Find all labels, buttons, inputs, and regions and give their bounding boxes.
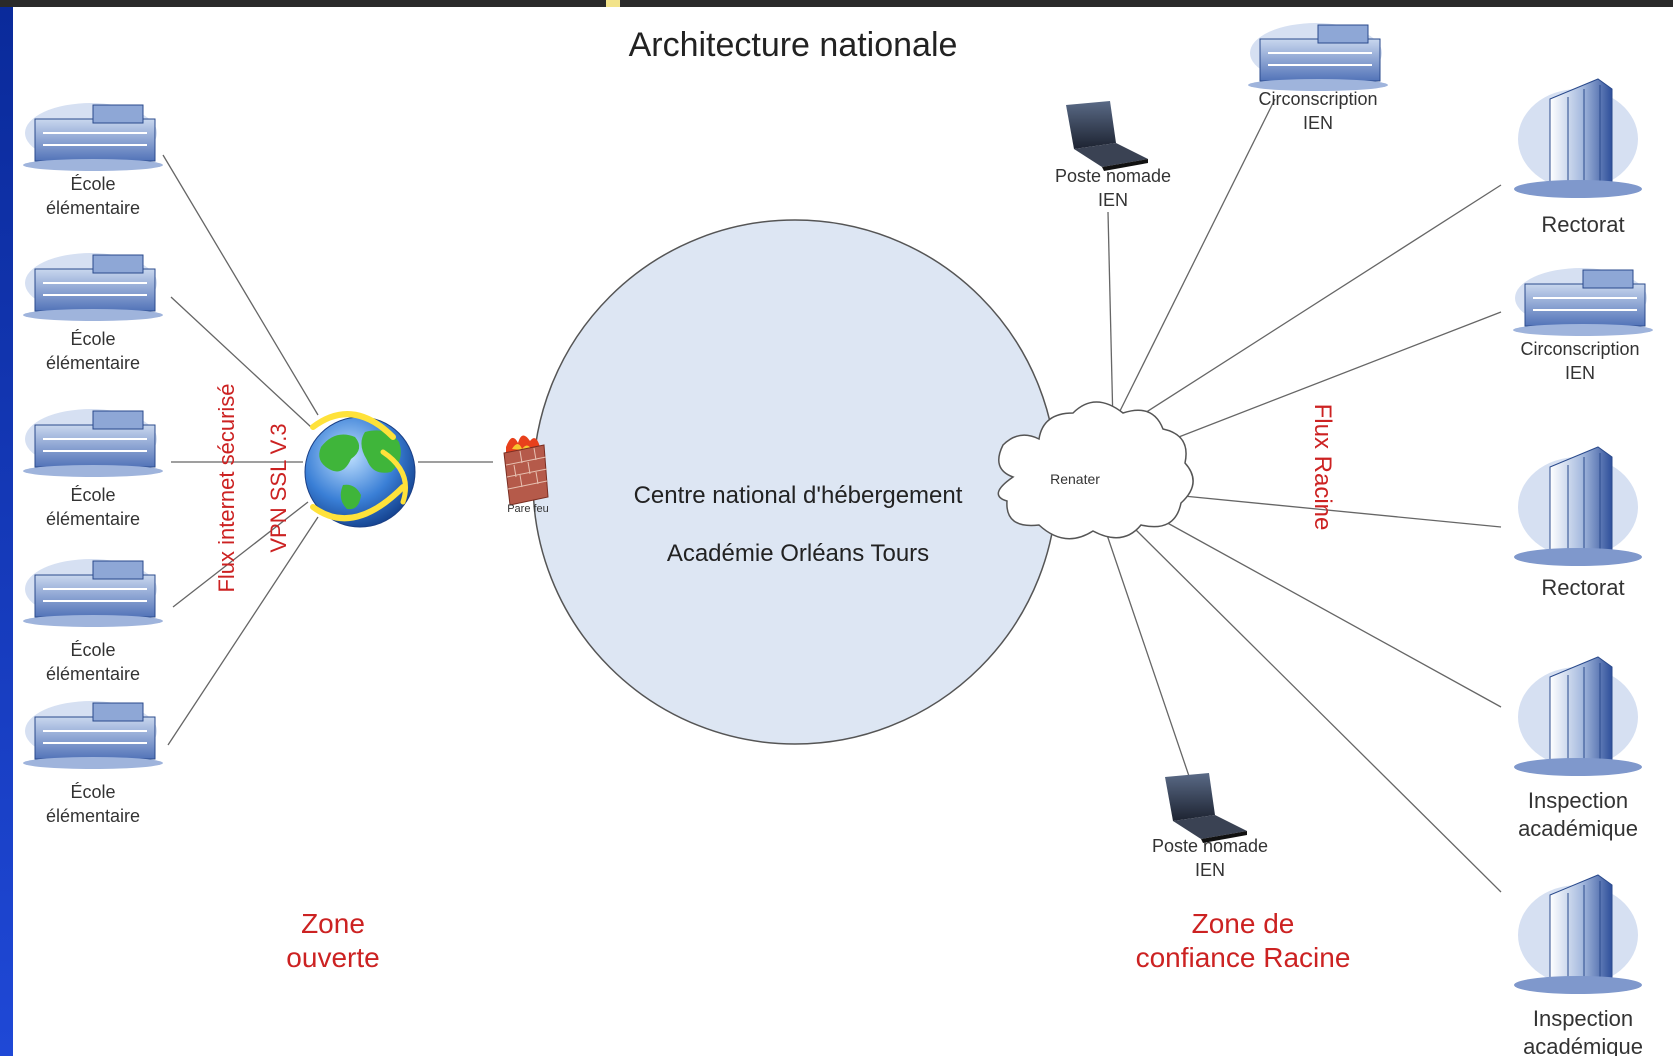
school-building-icon-1 [23,103,163,171]
nomade-bottom-label: Poste nomade IEN [1151,836,1269,880]
rectorat-tower-icon-1 [1514,78,1642,198]
link-rectorat-1 [1122,184,1502,428]
laptop-icon-top [1066,101,1148,171]
rectorat-label-1: Rectorat [1541,212,1625,237]
diagram-canvas: Architecture nationale Centre national d… [13,7,1673,1056]
connection-lines [162,98,1502,893]
left-flow-label: Flux internet sécurisé VPN SSL V.3 [188,348,318,628]
slide-frame-left [0,0,13,1056]
inspection-label-1: Inspection académique [1518,788,1638,841]
left-flow-line1: Flux internet sécurisé [214,383,239,593]
diagram-title: Architecture nationale [628,26,958,64]
rectorat-tower-icon-2 [1514,446,1642,566]
right-flow-label: Flux Racine [1309,403,1336,531]
circonscription-building-icon-right [1513,268,1653,336]
school-label-4: École élémentaire [45,640,141,684]
hosting-center-line1: Centre national d'hébergement [633,482,963,509]
hosting-center-line2: Académie Orléans Tours [666,540,930,567]
link-inspection-1 [1152,514,1502,708]
circonscription-top-label: Circonscription IEN [1258,89,1378,133]
firewall-icon [503,435,549,506]
inspection-label-2: Inspection académique [1523,1006,1643,1056]
zone-trust-label: Zone de confiance Racine [1135,908,1351,973]
school-building-icon-4 [23,559,163,627]
link-nomade-bottom [1104,528,1192,783]
circonscription-right-label: Circonscription IEN [1520,339,1640,383]
school-building-icon-5 [23,701,163,769]
renater-cloud-icon [997,401,1194,540]
link-circ-right [1152,311,1502,448]
slide-top-bar [0,0,1673,7]
inspection-tower-icon-1 [1514,656,1642,776]
inspection-tower-icon-2 [1514,874,1642,994]
link-circ-top [1112,98,1276,426]
school-label-3: École élémentaire [45,485,141,529]
link-nomade-top [1107,211,1114,426]
hosting-center-label: Centre national d'hébergement Académie O… [598,452,998,597]
school-label-2: École élémentaire [45,329,141,373]
school-label-1: École élémentaire [45,174,141,218]
diagram-graphics [23,23,1653,994]
firewall-label: Pare feu [507,503,549,515]
link-school-5 [167,516,319,746]
rectorat-label-2: Rectorat [1541,575,1625,600]
link-inspection-2 [1132,526,1502,893]
nomade-top-label: Poste nomade IEN [1054,166,1172,210]
link-school-1 [162,154,319,416]
school-label-5: École élémentaire [45,782,141,826]
link-school-2 [170,296,312,428]
zone-open-label: Zone ouverte [286,908,380,973]
link-rectorat-2 [1162,493,1502,528]
circonscription-building-icon-top [1248,23,1388,91]
laptop-icon-bottom [1165,773,1247,843]
link-school-4 [172,501,309,608]
internet-globe-icon [304,411,416,528]
school-building-icon-3 [23,409,163,477]
left-flow-line2: VPN SSL V.3 [266,423,291,553]
school-building-icon-2 [23,253,163,321]
renater-label: Renater [1050,471,1100,487]
